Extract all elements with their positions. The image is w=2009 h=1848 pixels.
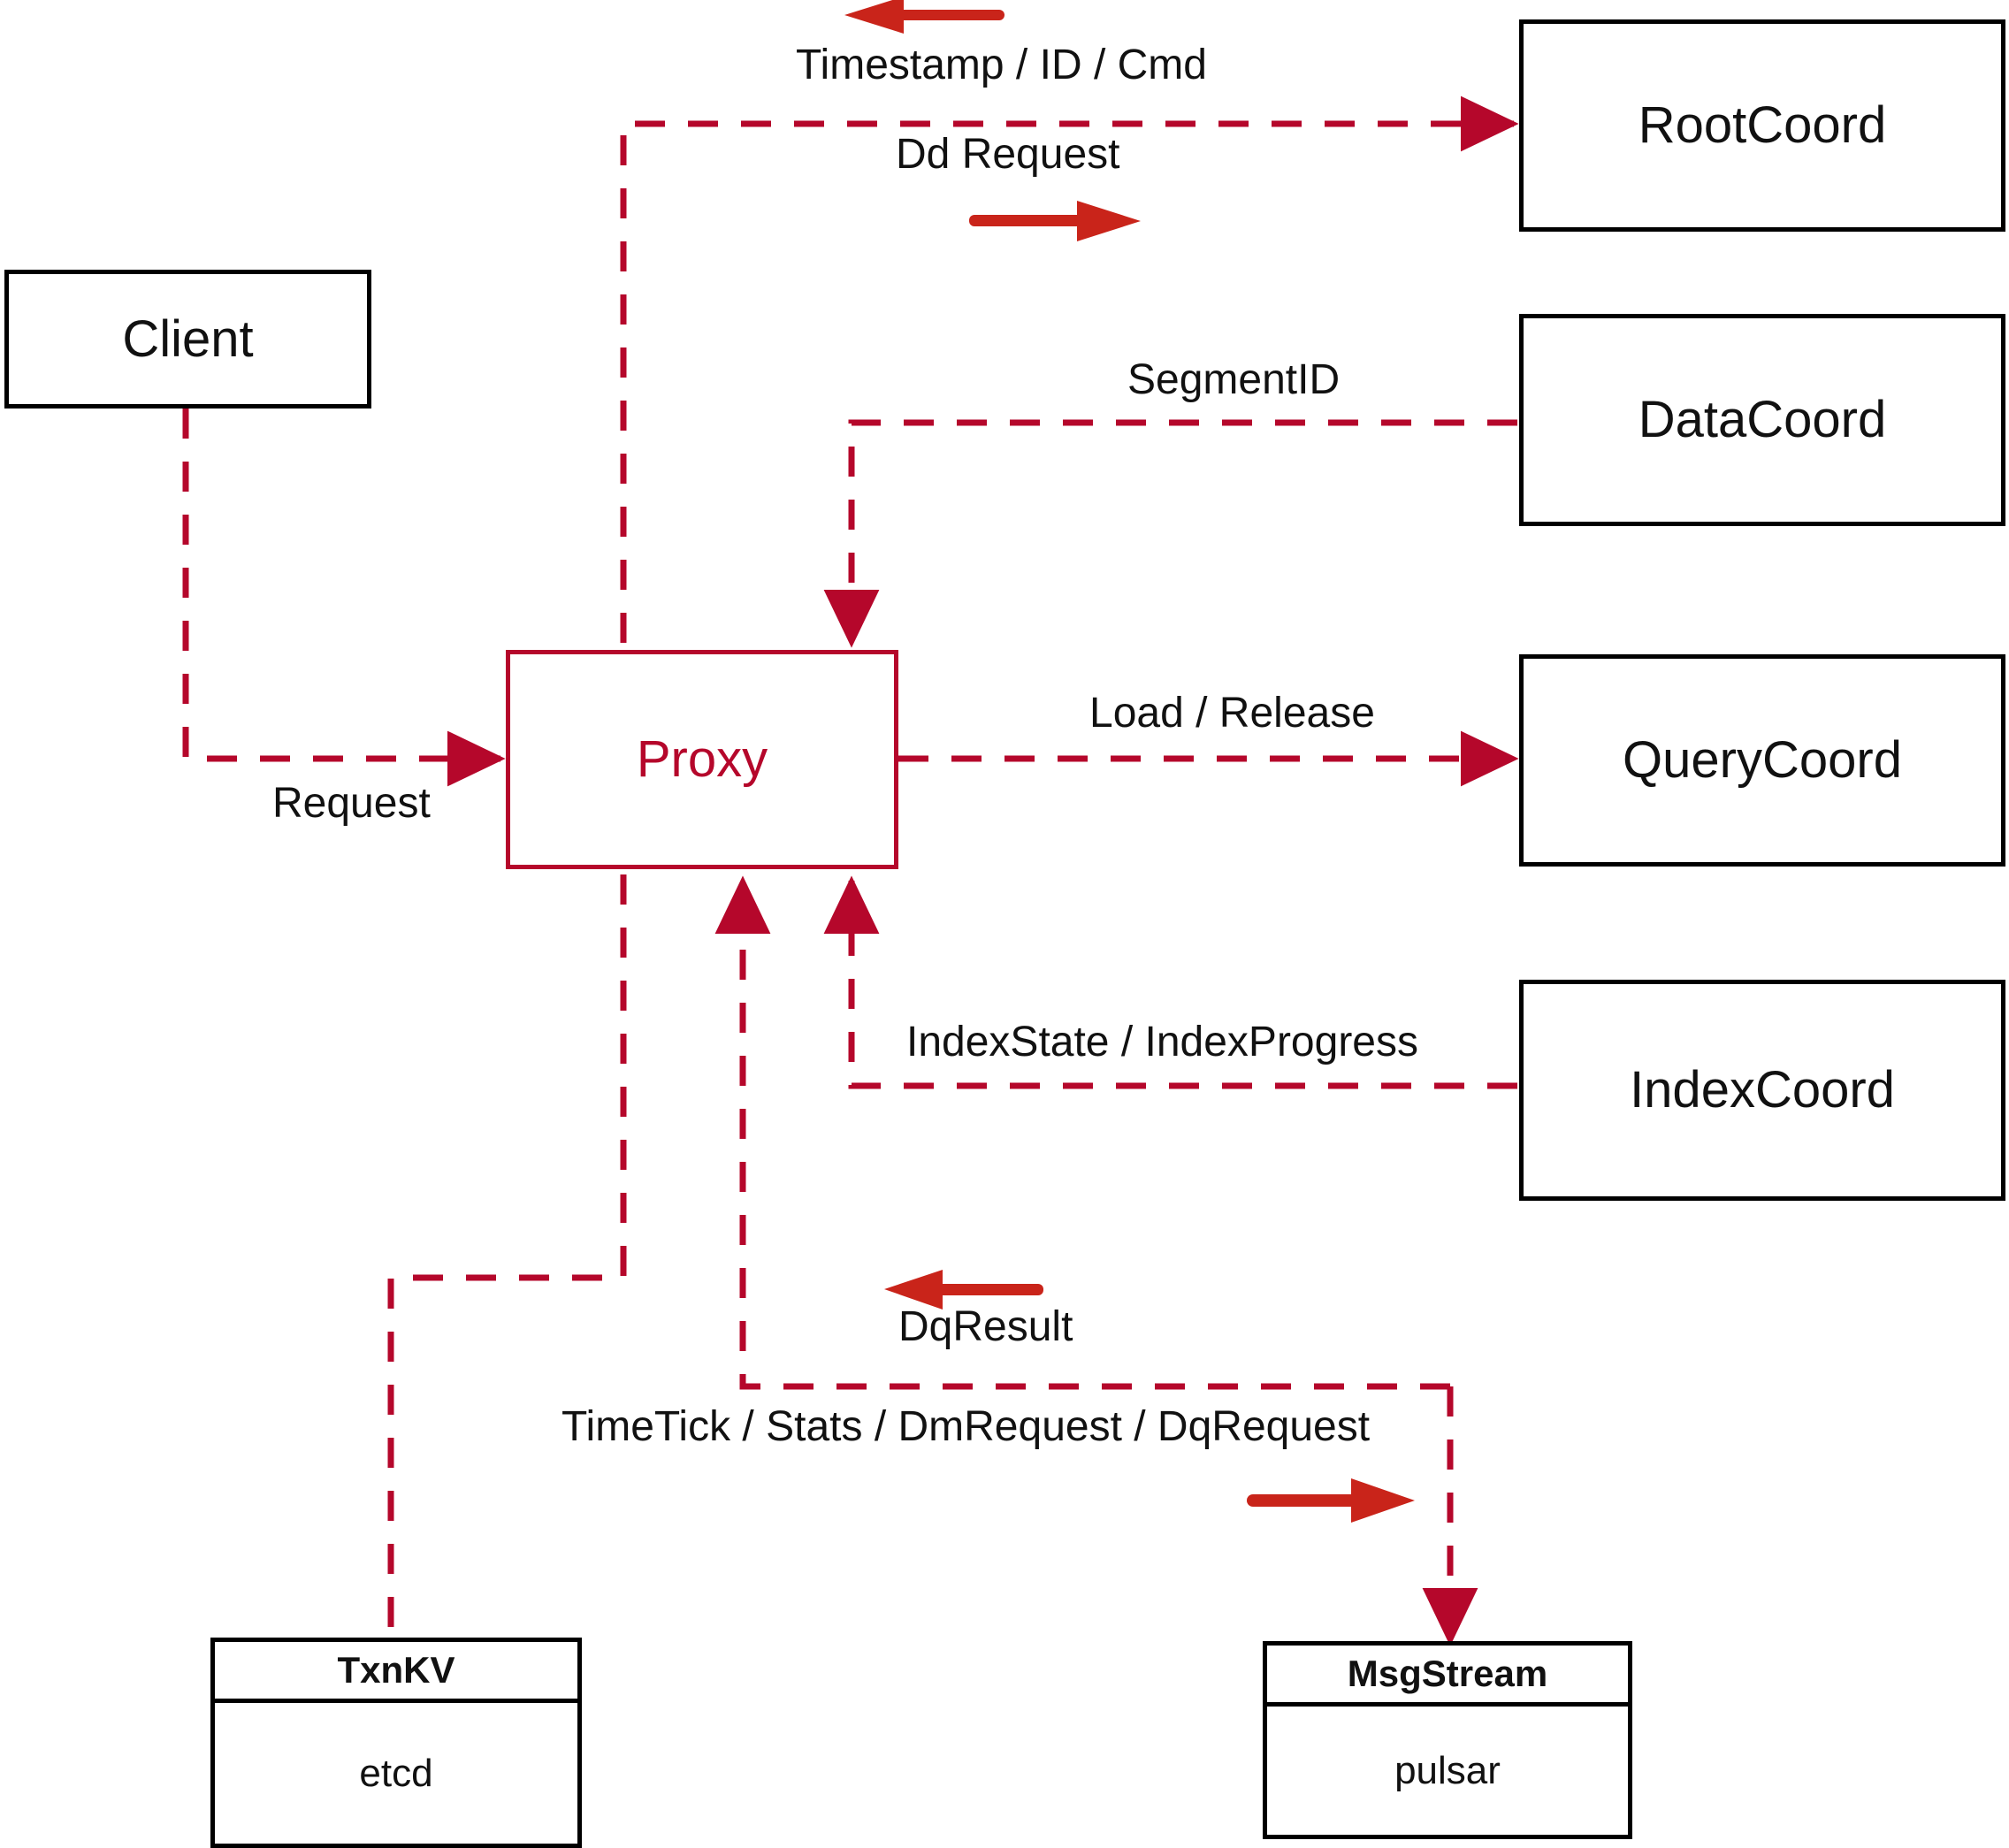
node-txnkv-body-label: etcd	[359, 1751, 433, 1795]
direction-arrow-group	[844, 0, 1415, 1523]
edge-indexcoord-to-proxy	[823, 875, 1517, 1089]
direction-arrow-timetick-right	[1247, 1478, 1415, 1523]
edge-label-dd-request: Dd Request	[896, 131, 1120, 178]
direction-arrow-ddrequest-right	[969, 201, 1141, 241]
edge-label-request: Request	[272, 780, 431, 827]
node-msgstream-body-label: pulsar	[1394, 1748, 1501, 1792]
node-client-label: Client	[122, 309, 254, 368]
edge-label-timetick-stats: TimeTick / Stats / DmRequest / DqRequest	[561, 1403, 1371, 1450]
node-msgstream[interactable]: MsgStream pulsar	[1263, 1641, 1632, 1839]
node-txnkv[interactable]: TxnKV etcd	[210, 1638, 582, 1848]
node-datacoord-label: DataCoord	[1638, 391, 1887, 448]
node-txnkv-header: TxnKV	[215, 1642, 577, 1703]
node-indexcoord[interactable]: IndexCoord	[1519, 980, 2005, 1201]
node-proxy-label: Proxy	[636, 730, 768, 788]
direction-arrow-dqresult-left	[884, 1270, 1043, 1310]
edge-label-index-state-progress: IndexState / IndexProgress	[906, 1019, 1418, 1065]
edge-label-segment-id: SegmentID	[1127, 356, 1341, 403]
node-msgstream-header: MsgStream	[1267, 1646, 1628, 1707]
node-rootcoord-label: RootCoord	[1638, 96, 1887, 154]
node-msgstream-header-label: MsgStream	[1347, 1653, 1548, 1694]
edge-label-load-release: Load / Release	[1089, 690, 1375, 737]
node-querycoord-label: QueryCoord	[1623, 731, 1902, 789]
edge-label-timestamp-id-cmd: Timestamp / ID / Cmd	[796, 42, 1207, 88]
edge-proxy-to-txnkv	[387, 874, 627, 1634]
node-msgstream-body: pulsar	[1267, 1707, 1628, 1835]
node-proxy[interactable]: Proxy	[506, 650, 898, 869]
direction-arrow-timestamp-left	[844, 0, 1004, 34]
edge-msgstream-to-proxy	[714, 875, 1450, 1390]
node-txnkv-header-label: TxnKV	[337, 1649, 455, 1691]
node-txnkv-body: etcd	[215, 1703, 577, 1844]
node-querycoord[interactable]: QueryCoord	[1519, 654, 2005, 867]
node-rootcoord[interactable]: RootCoord	[1519, 19, 2005, 232]
edge-client-to-proxy	[182, 409, 506, 787]
edge-proxy-to-rootcoord	[620, 95, 1519, 643]
edge-datacoord-to-proxy	[823, 419, 1517, 648]
node-indexcoord-label: IndexCoord	[1630, 1061, 1895, 1119]
node-datacoord[interactable]: DataCoord	[1519, 314, 2005, 526]
edge-label-dq-result: DqResult	[898, 1303, 1073, 1350]
node-client[interactable]: Client	[4, 270, 371, 409]
